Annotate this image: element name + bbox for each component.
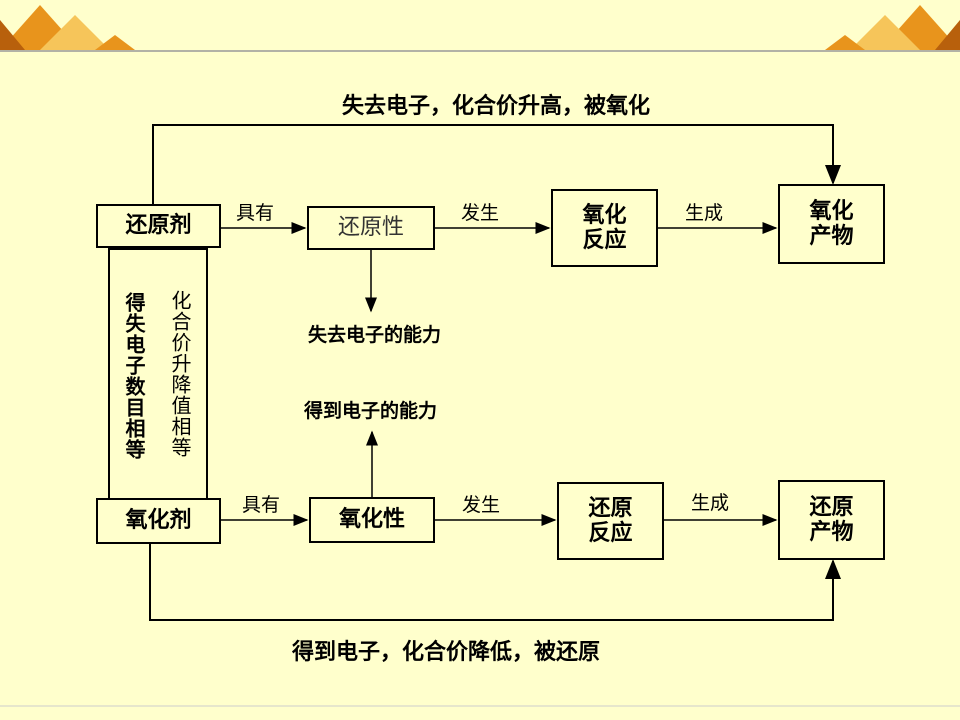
bottom-produce-label: 生成	[691, 492, 730, 514]
oxidation-reaction-box: 氧化反应	[551, 189, 658, 267]
top-loop-label: 失去电子，化合价升高，被氧化	[342, 94, 651, 119]
bottom-loop-arrow	[149, 544, 841, 621]
oxidation-product-box: 氧化产物	[778, 184, 885, 264]
oxidation-reaction-text: 氧化反应	[582, 202, 627, 253]
valence-change-text: 化合价升降值相等	[168, 290, 192, 458]
electron-count-text: 得失电子数目相等	[122, 292, 146, 460]
top-right-ornament	[825, 5, 960, 50]
top-have-label: 具有	[236, 202, 275, 224]
oxidizer-box: 氧化剂	[96, 498, 221, 544]
oxidation-product-text: 氧化产物	[809, 198, 854, 249]
reducer-box: 还原剂	[96, 204, 221, 248]
bottom-occur-label: 发生	[462, 494, 501, 516]
bottom-ability-label: 得到电子的能力	[304, 400, 438, 422]
reduction-reaction-box: 还原反应	[557, 482, 664, 560]
reduction-product-text: 还原产物	[809, 494, 854, 545]
bottom-loop-label: 得到电子，化合价降低，被还原	[292, 640, 601, 665]
top-loop-arrow	[152, 124, 841, 204]
top-ability-label: 失去电子的能力	[308, 324, 442, 346]
top-occur-label: 发生	[461, 202, 500, 224]
reduction-product-box: 还原产物	[778, 480, 885, 560]
bottom-have-label: 具有	[242, 494, 281, 516]
reduction-reaction-text: 还原反应	[588, 495, 633, 546]
oxidizing-property-box: 氧化性	[309, 497, 435, 543]
top-produce-label: 生成	[685, 202, 724, 224]
top-left-ornament	[0, 5, 135, 50]
reducing-property-box: 还原性	[307, 206, 435, 250]
